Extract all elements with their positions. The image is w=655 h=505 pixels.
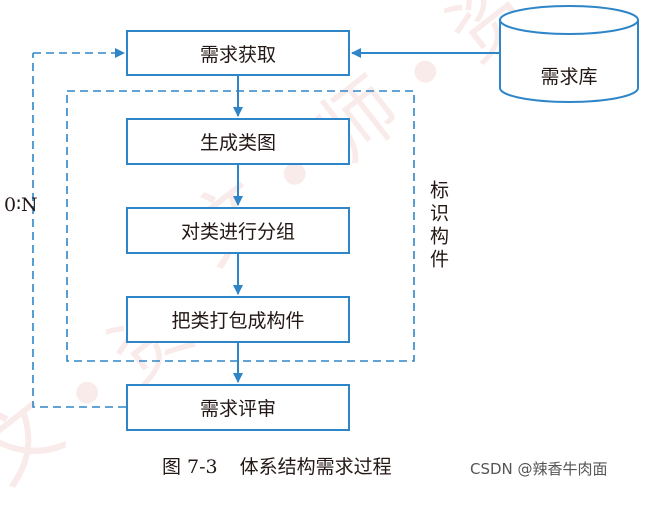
feedback-loop-line — [32, 53, 126, 408]
figure-title: 体系结构需求过程 — [239, 456, 392, 478]
figure-caption: 图 7-3 体系结构需求过程 — [162, 452, 392, 479]
node-grouping: 对类进行分组 — [126, 207, 350, 254]
connector-layer — [32, 5, 639, 408]
node-review: 需求评审 — [126, 384, 350, 431]
node-library: 需求库 — [540, 66, 598, 88]
node-acquire: 需求获取 — [126, 30, 350, 76]
group-label: 标识构件 — [427, 180, 449, 272]
loop-label: 0∶N — [4, 194, 38, 216]
diagram-canvas: 文 ∙ 师 ∙ 资 文 ∙ 资 需求获取 生成类图 对类进行分组 把类打包成构件… — [0, 0, 639, 502]
node-packaging: 把类打包成构件 — [126, 296, 350, 343]
node-class-diagram: 生成类图 — [126, 118, 350, 165]
figure-number: 图 7-3 — [162, 456, 218, 478]
group-boundary — [66, 90, 415, 362]
source-credit: CSDN @辣香牛肉面 — [470, 460, 608, 478]
database-icon — [499, 5, 639, 103]
